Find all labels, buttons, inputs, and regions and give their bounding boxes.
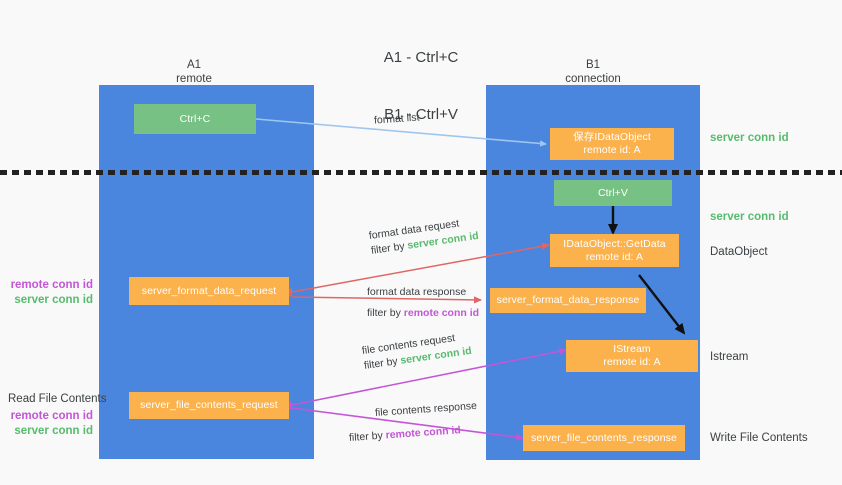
edge-label-file-contents-response: file contents response filter by remote … (349, 400, 478, 445)
label-remote-conn-id-1: remote conn id (10, 279, 93, 291)
edge-label-file-contents-request-filter-prefix: filter by (363, 354, 402, 372)
label-server-conn-id-1: server conn id (14, 294, 93, 306)
edge-label-format-data-response-text: format data response (367, 286, 467, 298)
edge-label-format-list-text: format list (373, 111, 420, 127)
column-header-b1: B1 connection (533, 58, 653, 86)
label-remote-conn-id-2: remote conn id (10, 410, 93, 422)
dashed-divider (0, 170, 842, 175)
box-ctrl-v[interactable]: Ctrl+V (554, 180, 672, 206)
box-server-format-data-response[interactable]: server_format_data_response (490, 288, 646, 313)
box-getdata-line2: remote id: A (585, 250, 644, 263)
edge-label-format-data-response-filter-prefix: filter by (367, 307, 404, 319)
box-server-file-contents-request-label: server_file_contents_request (140, 399, 278, 411)
box-getdata-line1: IDataObject::GetData (563, 237, 666, 250)
box-server-format-data-request-label: server_format_data_request (141, 284, 277, 297)
label-server-conn-id-2: server conn id (14, 425, 93, 437)
label-server-conn-id-top: server conn id (710, 132, 789, 144)
box-istream-line1: IStream (613, 343, 651, 355)
box-server-format-data-response-label: server_format_data_response (496, 294, 640, 306)
edge-label-format-list: format list (373, 111, 420, 127)
box-save-idataobject-line1: 保存IDataObject (573, 131, 651, 143)
label-istream: Istream (710, 351, 749, 363)
label-conn-ids-format: remote conn id server conn id (0, 278, 93, 308)
label-dataobject: DataObject (710, 246, 768, 258)
column-a1-name: A1 (186, 59, 202, 71)
column-b1-subtitle: connection (565, 73, 621, 85)
box-server-format-data-request[interactable]: server_format_data_request (129, 277, 289, 305)
box-save-idataobject-line2: remote id: A (583, 144, 641, 156)
box-idataobject-getdata[interactable]: IDataObject::GetData remote id: A (550, 234, 679, 267)
edge-label-file-contents-request: file contents request filter by server c… (361, 332, 472, 373)
title-line-1: A1 - Ctrl+C (383, 49, 459, 66)
edge-label-format-data-response-filter-target: remote conn id (403, 307, 480, 319)
label-conn-ids-file: remote conn id server conn id (0, 409, 93, 439)
edge-label-format-data-request: format data request filter by server con… (368, 217, 479, 258)
edge-label-format-data-request-filter-prefix: filter by (370, 239, 409, 257)
box-ctrl-c-label: Ctrl+C (179, 112, 211, 125)
box-server-file-contents-response[interactable]: server_file_contents_response (523, 425, 685, 451)
box-save-idataobject[interactable]: 保存IDataObject remote id: A (550, 128, 674, 160)
box-server-file-contents-response-label: server_file_contents_response (531, 431, 677, 444)
label-server-conn-id-mid: server conn id (710, 211, 789, 223)
box-server-file-contents-request[interactable]: server_file_contents_request (129, 392, 289, 419)
label-read-file-contents: Read File Contents (8, 393, 107, 405)
box-istream[interactable]: IStream remote id: A (566, 340, 698, 372)
box-ctrl-v-label: Ctrl+V (597, 186, 629, 199)
column-b1-name: B1 (585, 59, 601, 71)
edge-label-file-contents-response-filter-target: remote conn id (385, 424, 462, 442)
edge-label-file-contents-response-text: file contents response (374, 399, 478, 419)
column-a1-subtitle: remote (176, 73, 212, 85)
column-header-a1: A1 remote (134, 58, 254, 86)
edge-label-format-data-response: format data response filter by remote co… (367, 285, 479, 320)
box-ctrl-c[interactable]: Ctrl+C (134, 104, 256, 134)
edge-label-file-contents-response-filter-prefix: filter by (348, 429, 387, 444)
label-write-file-contents: Write File Contents (710, 432, 808, 444)
box-istream-line2: remote id: A (603, 356, 661, 368)
